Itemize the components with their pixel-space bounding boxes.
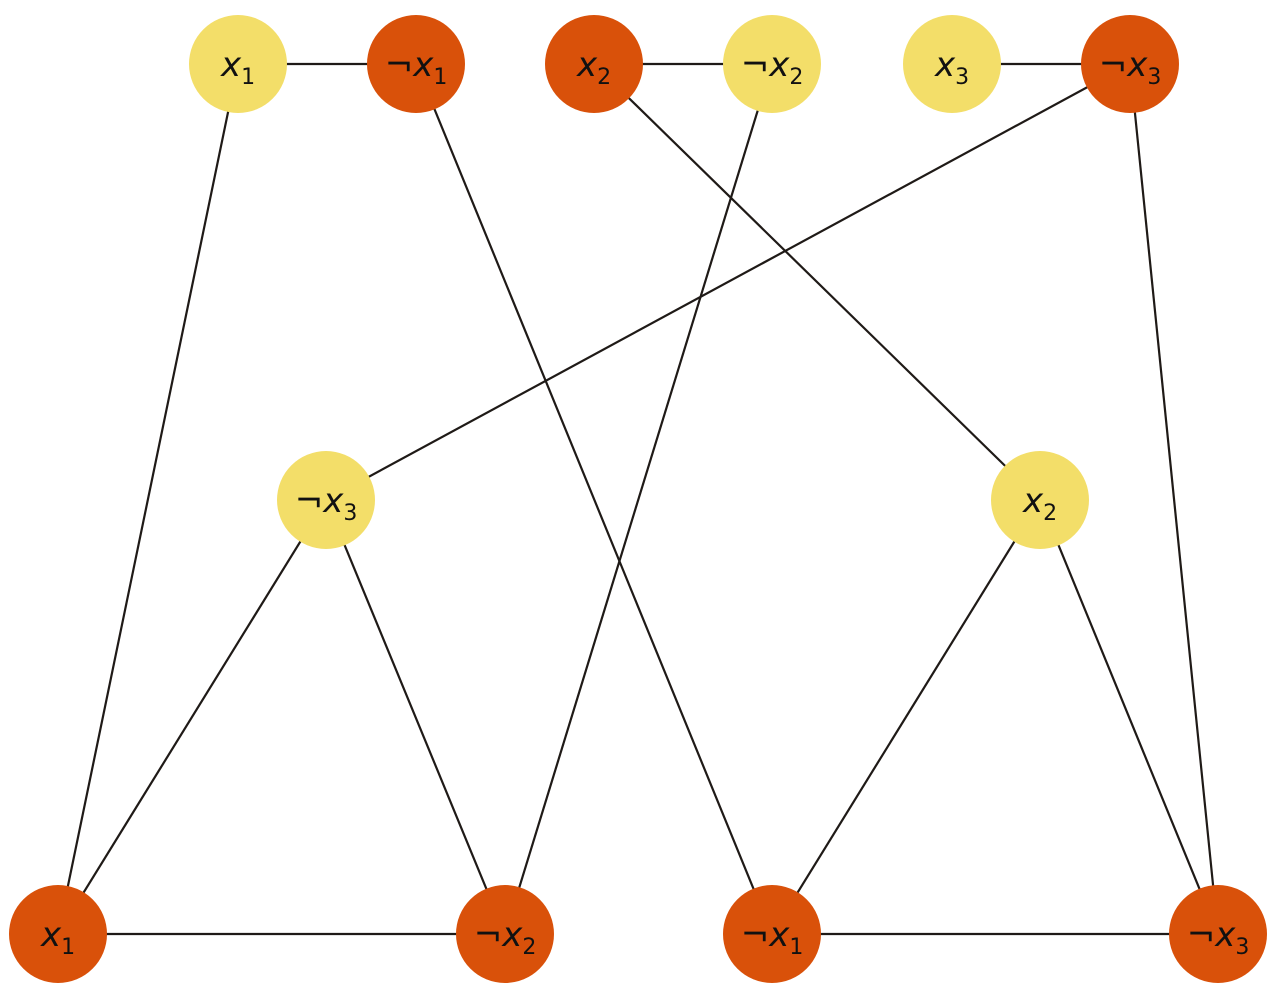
variable-index: 1 — [789, 935, 803, 960]
variable-index: 3 — [1147, 65, 1161, 90]
variable-name: x — [768, 915, 790, 955]
node-label: x2 — [576, 45, 611, 90]
negation-symbol: ¬ — [295, 481, 324, 521]
variable-index: 3 — [955, 65, 969, 90]
negation-symbol: ¬ — [741, 45, 770, 85]
node-t3n: ¬x3 — [1081, 15, 1179, 113]
variable-index: 1 — [61, 935, 75, 960]
node-circle — [545, 15, 643, 113]
node-label: x3 — [934, 45, 969, 90]
negation-symbol: ¬ — [385, 45, 414, 85]
node-t1n: ¬x1 — [367, 15, 465, 113]
node-circle — [903, 15, 1001, 113]
edge-t1n-c2b — [414, 63, 774, 935]
node-label: ¬x1 — [741, 915, 804, 960]
variable-index: 2 — [1043, 501, 1057, 526]
edge-t3n-c2c — [1128, 63, 1220, 935]
node-circle — [367, 15, 465, 113]
node-label: ¬x3 — [1099, 45, 1162, 90]
edge-c1a-c1b — [57, 499, 327, 935]
variable-name: x — [1214, 915, 1236, 955]
node-label: ¬x2 — [474, 915, 537, 960]
variable-name: x — [322, 481, 344, 521]
node-label: x1 — [220, 45, 255, 90]
edge-c2a-c2c — [1038, 499, 1220, 935]
variable-index: 2 — [789, 65, 803, 90]
node-c1a: ¬x3 — [277, 451, 375, 549]
node-label: ¬x2 — [741, 45, 804, 90]
node-t2n: ¬x2 — [723, 15, 821, 113]
node-circle — [1169, 885, 1267, 983]
variable-index: 1 — [433, 65, 447, 90]
variable-index: 3 — [1235, 935, 1249, 960]
node-c2a: x2 — [991, 451, 1089, 549]
node-t3: x3 — [903, 15, 1001, 113]
node-label: ¬x1 — [385, 45, 448, 90]
variable-name: x — [40, 915, 62, 955]
variable-name: x — [576, 45, 598, 85]
variable-index: 2 — [522, 935, 536, 960]
node-circle — [723, 885, 821, 983]
variable-name: x — [1022, 481, 1044, 521]
node-t1: x1 — [189, 15, 287, 113]
node-label: x1 — [40, 915, 75, 960]
node-circle — [991, 451, 1089, 549]
node-c2c: ¬x3 — [1169, 885, 1267, 983]
node-circle — [189, 15, 287, 113]
variable-name: x — [1126, 45, 1148, 85]
edge-t2n-c1c — [503, 63, 774, 935]
variable-index: 1 — [241, 65, 255, 90]
node-circle — [1081, 15, 1179, 113]
negation-symbol: ¬ — [1187, 915, 1216, 955]
node-label: ¬x3 — [1187, 915, 1250, 960]
node-c1b: x1 — [9, 885, 107, 983]
node-circle — [456, 885, 554, 983]
edge-layer — [56, 62, 1220, 936]
variable-name: x — [934, 45, 956, 85]
variable-index: 3 — [343, 501, 357, 526]
variable-name: x — [412, 45, 434, 85]
edge-t2-c2a — [593, 63, 1041, 501]
edge-t3n-c1a — [325, 63, 1131, 501]
node-c1c: ¬x2 — [456, 885, 554, 983]
node-circle — [277, 451, 375, 549]
negation-symbol: ¬ — [1099, 45, 1128, 85]
variable-name: x — [501, 915, 523, 955]
node-circle — [723, 15, 821, 113]
node-label: x2 — [1022, 481, 1057, 526]
negation-symbol: ¬ — [741, 915, 770, 955]
edge-c2a-c2b — [771, 499, 1041, 935]
variable-name: x — [768, 45, 790, 85]
node-label: ¬x3 — [295, 481, 358, 526]
edge-c1a-c1c — [324, 499, 507, 935]
node-circle — [9, 885, 107, 983]
node-c2b: ¬x1 — [723, 885, 821, 983]
variable-index: 2 — [597, 65, 611, 90]
node-t2: x2 — [545, 15, 643, 113]
variable-name: x — [220, 45, 242, 85]
negation-symbol: ¬ — [474, 915, 503, 955]
edge-t1-c1b — [56, 63, 240, 935]
